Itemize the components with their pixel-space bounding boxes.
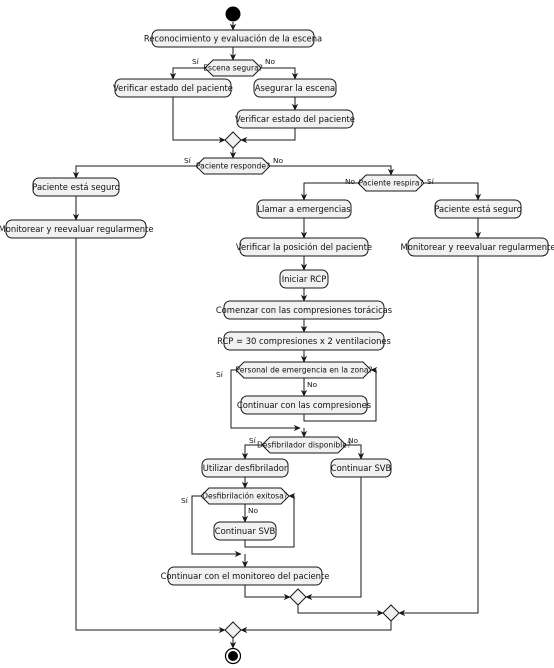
actions: Reconocimiento y evaluación de la escena… [0, 29, 554, 586]
action-verificar-posicion: Verificar la posición del paciente [236, 237, 372, 257]
decision-desfibrilacion-exitosa-label: Desfibrilación exitosa? [202, 492, 288, 501]
edge-label-personal-si: Sí [216, 370, 224, 379]
edge-inner-merge-to-outer-merge [297, 605, 384, 617]
edge-label-personal-no: No [307, 380, 318, 389]
edge-monitorear-a-to-final-merge [75, 238, 226, 634]
action-verificar-estado-a: Verificar estado del paciente [113, 78, 233, 98]
action-utilizar-desfibrilador-label: Utilizar desfibrilador [203, 463, 288, 473]
edge-label-responde-si: Sí [184, 156, 192, 165]
action-reconocimiento-label: Reconocimiento y evaluación de la escena [144, 34, 322, 44]
action-svb-a-label: Continuar SVB [331, 463, 392, 473]
edge-label-respira-si: Sí [427, 177, 435, 186]
edge-personal-si [230, 369, 301, 432]
action-llamar: Llamar a emergencias [256, 199, 352, 219]
edge-monitorear-b-to-merge [398, 256, 479, 617]
merge-diamond-final [224, 621, 242, 639]
edge-label-desfibrilador-no: No [348, 436, 359, 445]
action-asegurar-escena: Asegurar la escena [253, 78, 337, 98]
edge-label-respira-no: No [345, 177, 356, 186]
action-verificar-posicion-label: Verificar la posición del paciente [236, 242, 372, 252]
end-node [224, 647, 242, 665]
edge-escena-si [169, 67, 205, 80]
edge-outer-merge-to-final-merge [240, 621, 392, 634]
edge-verificar-a-to-merge [172, 97, 226, 144]
action-seguro-a: Paciente está seguro [32, 177, 120, 197]
action-svb-a: Continuar SVB [330, 458, 392, 478]
merge-diamond-escena [224, 131, 242, 149]
action-verificar-estado-a-label: Verificar estado del paciente [113, 83, 233, 93]
action-utilizar-desfibrilador: Utilizar desfibrilador [201, 458, 289, 478]
action-iniciar-rcp-label: Iniciar RCP [282, 274, 327, 284]
edge-loop-back-to-personal [303, 366, 378, 422]
action-iniciar-rcp: Iniciar RCP [279, 269, 329, 289]
edge-exitosa-si [191, 495, 242, 558]
action-continuar-compresiones: Continuar con las compresiones [237, 395, 371, 415]
action-verificar-estado-b-label: Verificar estado del paciente [235, 114, 355, 124]
edge-label-escena-no: No [265, 57, 276, 66]
action-svb-b-label: Continuar SVB [215, 526, 276, 536]
decision-escena-segura-label: Escena segura? [203, 64, 263, 73]
edge-label-responde-no: No [273, 156, 284, 165]
decision-paciente-responde-label: Paciente responde? [196, 162, 270, 171]
action-seguro-a-label: Paciente está seguro [32, 182, 119, 192]
edge-loop-back-to-exitosa [244, 492, 296, 548]
decision-personal-emergencia-label: Personal de emergencia en la zona? [235, 366, 372, 375]
edge-monitoreo-to-merge [244, 585, 291, 601]
action-rcp-ratio: RCP = 30 compresiones x 2 ventilaciones [217, 331, 391, 351]
action-asegurar-escena-label: Asegurar la escena [255, 83, 335, 93]
decision-escena-segura: Escena segura? [203, 59, 263, 77]
action-continuar-compresiones-label: Continuar con las compresiones [237, 400, 371, 410]
edge-label-exitosa-no: No [248, 506, 259, 515]
action-monitorear-b-label: Monitorear y reevaluar regularmente [400, 242, 554, 252]
decisions: Escena segura? Paciente responde? Pacien… [195, 59, 425, 505]
action-compresiones-label: Comenzar con las compresiones torácicas [216, 305, 392, 315]
decision-paciente-respira: Paciente respira? [357, 174, 425, 192]
action-reconocimiento: Reconocimiento y evaluación de la escena [144, 29, 322, 48]
edge-desfibrilador-si [241, 444, 262, 460]
merge-diamond-desfibrilador [289, 588, 307, 606]
action-monitorear-b: Monitorear y reevaluar regularmente [400, 237, 554, 257]
decision-personal-emergencia: Personal de emergencia en la zona? [235, 361, 373, 379]
action-monitorear-a-label: Monitorear y reevaluar regularmente [0, 224, 154, 234]
action-seguro-b-label: Paciente está seguro [434, 204, 521, 214]
merges [224, 131, 400, 639]
decision-desfibrilador-disponible: Desfibrilador disponible? [257, 436, 351, 454]
edges [72, 22, 482, 649]
edge-responde-no [270, 165, 395, 176]
edge-svb-a-to-merge [305, 477, 362, 601]
action-llamar-label: Llamar a emergencias [257, 204, 350, 214]
edge-desfibrilador-no [346, 444, 365, 460]
action-monitoreo-paciente: Continuar con el monitoreo del paciente [161, 566, 330, 586]
edge-verificar-b-to-merge [240, 128, 296, 144]
action-compresiones: Comenzar con las compresiones torácicas [216, 300, 392, 320]
decision-desfibrilacion-exitosa: Desfibrilación exitosa? [200, 487, 290, 505]
decision-paciente-respira-label: Paciente respira? [358, 179, 423, 188]
edge-respira-no [300, 182, 358, 201]
edge-labels: Sí No Sí No No Sí Sí No Sí No Sí No [181, 57, 435, 515]
edge-label-desfibrilador-si: Sí [249, 436, 257, 445]
edge-label-escena-si: Sí [192, 57, 200, 66]
action-seguro-b: Paciente está seguro [434, 199, 522, 219]
edge-escena-no [261, 67, 299, 80]
decision-paciente-responde: Paciente responde? [195, 157, 271, 175]
edge-respira-si [424, 182, 482, 201]
edge-responde-si [72, 165, 196, 179]
action-monitorear-a: Monitorear y reevaluar regularmente [0, 219, 154, 239]
start-node [225, 6, 241, 22]
merge-diamond-respira [382, 604, 400, 622]
decision-desfibrilador-disponible-label: Desfibrilador disponible? [257, 441, 351, 450]
action-verificar-estado-b: Verificar estado del paciente [235, 109, 355, 129]
action-rcp-ratio-label: RCP = 30 compresiones x 2 ventilaciones [217, 336, 391, 346]
action-svb-b: Continuar SVB [213, 521, 277, 541]
action-monitoreo-paciente-label: Continuar con el monitoreo del paciente [161, 571, 330, 581]
edge-label-exitosa-si: Sí [181, 496, 189, 505]
